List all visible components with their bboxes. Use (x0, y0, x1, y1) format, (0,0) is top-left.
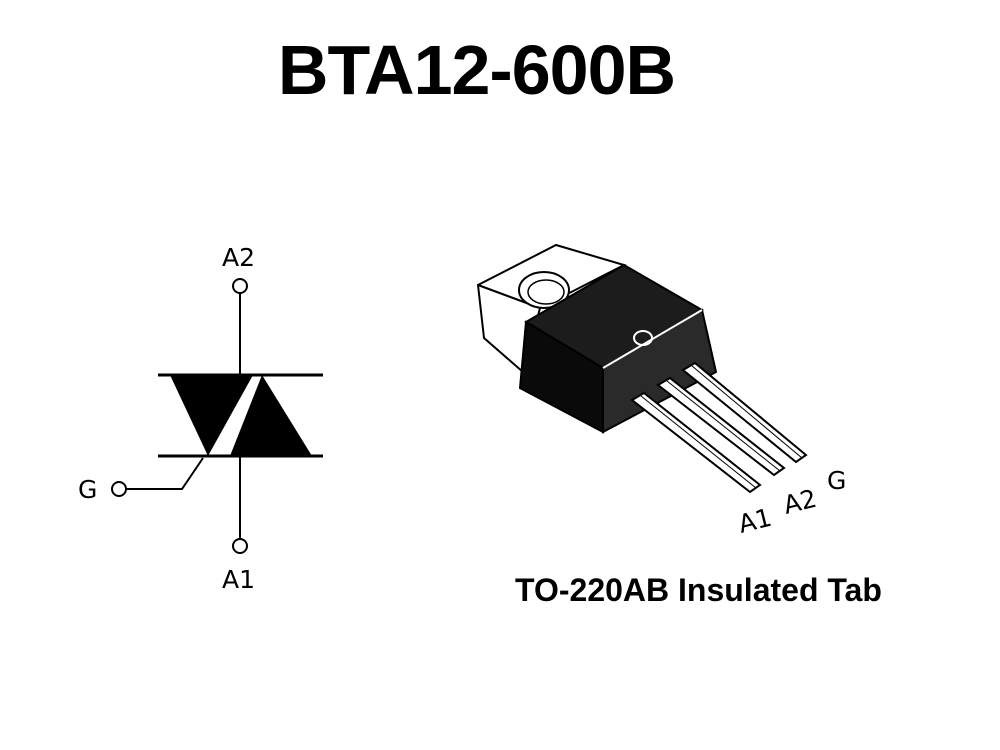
pin-label-g: G (827, 466, 846, 495)
triac-triangle-right (230, 375, 312, 456)
lead-g (681, 361, 808, 464)
pin-label-a1: A1 (735, 503, 774, 539)
gate-lead (126, 457, 204, 490)
triac-triangle-left (170, 375, 253, 456)
page-title: BTA12-600B (277, 31, 676, 109)
lead-a1 (630, 391, 762, 494)
terminal-g-node (111, 481, 127, 497)
lead-a2 (656, 376, 786, 477)
pin-label-a2: A2 (780, 484, 819, 520)
to220-package-drawing: A1 A2 G (476, 243, 846, 539)
package-caption: TO-220AB Insulated Tab (515, 572, 882, 608)
terminal-label-g: G (78, 475, 97, 504)
terminal-a2-node (232, 278, 248, 294)
terminal-label-a2: A2 (222, 243, 255, 272)
triac-schematic-symbol: A2 A1 G (78, 243, 323, 594)
mounting-hole-inner (527, 279, 565, 305)
terminal-label-a1: A1 (222, 565, 255, 594)
pin1-marker-dot (633, 330, 653, 346)
terminal-a1-node (232, 538, 248, 554)
